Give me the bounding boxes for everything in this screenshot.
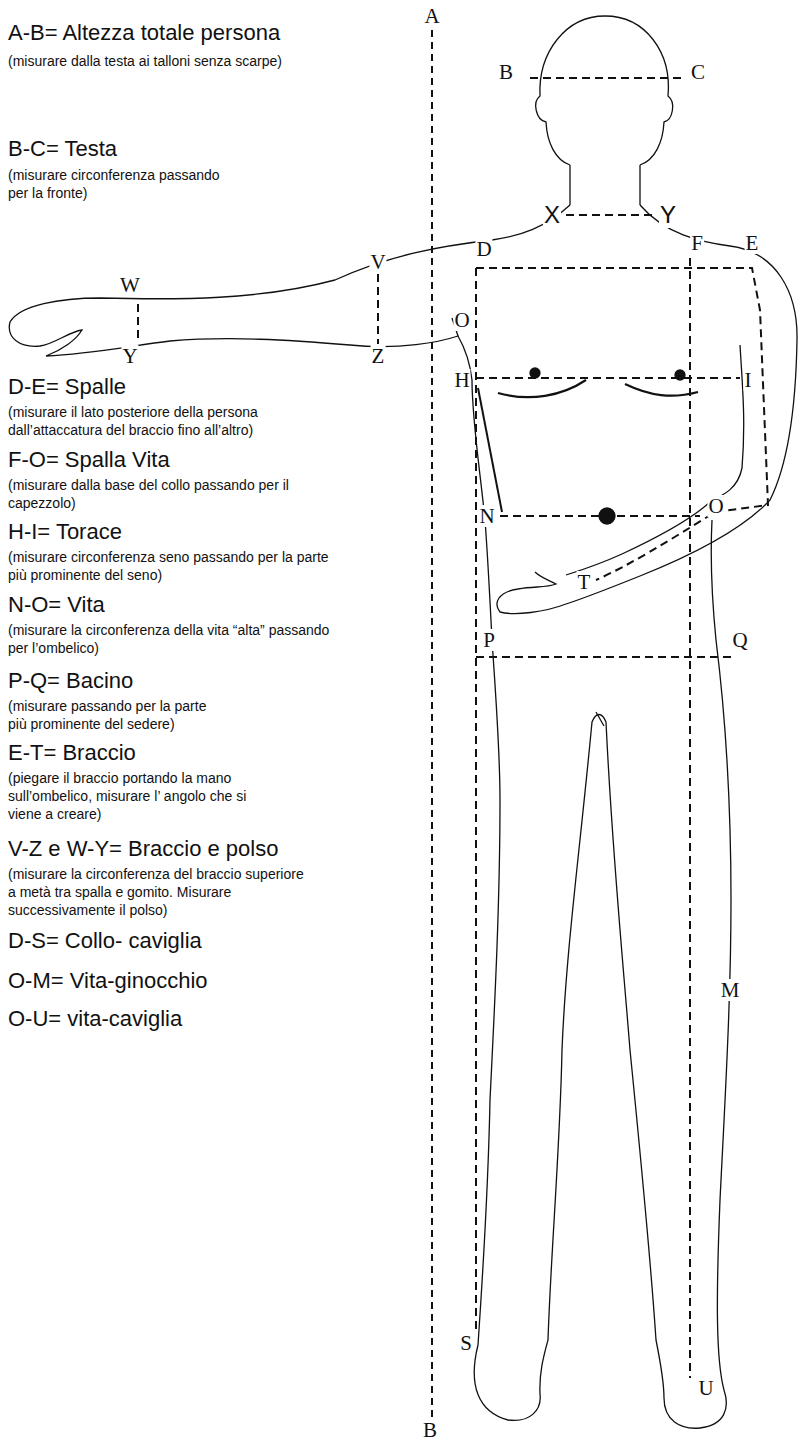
- nipple: [530, 368, 540, 378]
- measure-lines: [138, 78, 768, 1378]
- point-letter: V: [369, 251, 386, 273]
- point-letter: N: [478, 505, 495, 527]
- chest-outline: [498, 380, 698, 397]
- measure-note: (misurare passando per la parte più prom…: [8, 697, 223, 733]
- point-letter: X: [543, 202, 561, 228]
- point-letter: Y: [659, 202, 677, 228]
- measure-title: O-U= vita-caviglia: [8, 1006, 182, 1032]
- measure-note: (misurare dalla testa ai talloni senza s…: [8, 52, 348, 70]
- measure-title: A-B= Altezza totale persona: [8, 20, 280, 46]
- point-letter: E: [745, 232, 760, 254]
- measure-title: D-S= Collo- caviglia: [8, 928, 202, 954]
- measure-title: N-O= Vita: [8, 592, 105, 618]
- measure-note: (misurare circonferenza passando per la …: [8, 166, 243, 202]
- inner-arm-outline: [566, 345, 744, 575]
- measure-title: F-O= Spalla Vita: [8, 447, 170, 473]
- point-letter: W: [119, 274, 141, 296]
- point-letter: O: [707, 495, 724, 517]
- measure-title: D-E= Spalle: [8, 374, 126, 400]
- point-letter: T: [577, 571, 592, 593]
- measure-title: B-C= Testa: [8, 136, 117, 162]
- measure-note: (misurare la circonferenza del braccio s…: [8, 865, 308, 919]
- point-letter: S: [459, 1332, 473, 1354]
- measure-title: H-I= Torace: [8, 519, 122, 545]
- point-letter: D: [475, 238, 492, 260]
- point-letter: Y: [121, 345, 138, 367]
- arm-outline: [497, 205, 797, 614]
- measure-title: P-Q= Bacino: [8, 668, 133, 694]
- measure-note: (misurare dalla base del collo passando …: [8, 476, 338, 512]
- point-letter: Z: [371, 345, 386, 367]
- measure-note: (misurare circonferenza seno passando pe…: [8, 548, 338, 584]
- head-outline: [536, 16, 673, 165]
- side-line: [478, 388, 502, 512]
- point-letter: U: [697, 1377, 714, 1399]
- measure-title: O-M= Vita-ginocchio: [8, 968, 208, 994]
- point-letter: B: [498, 61, 514, 83]
- crotch-line: [596, 712, 604, 726]
- point-letter: M: [720, 979, 741, 1001]
- point-letter: O: [453, 309, 470, 331]
- measure-note: (misurare il lato posteriore della perso…: [8, 403, 338, 439]
- measure-note: (misurare la circonferenza della vita “a…: [8, 621, 338, 657]
- point-letter: A: [423, 5, 440, 27]
- neck-outline: [570, 165, 640, 205]
- height-line: [431, 30, 433, 1422]
- point-letter: P: [482, 629, 496, 651]
- point-letter: B: [422, 1419, 438, 1441]
- point-letter: I: [744, 369, 753, 391]
- measure-title: V-Z e W-Y= Braccio e polso: [8, 836, 278, 862]
- point-letter: C: [690, 61, 706, 83]
- point-letter: F: [690, 232, 704, 254]
- measure-note: (piegare il braccio portando la mano sul…: [8, 769, 258, 823]
- point-letter: H: [453, 369, 470, 391]
- point-letter: Q: [731, 629, 748, 651]
- measure-title: E-T= Braccio: [8, 740, 136, 766]
